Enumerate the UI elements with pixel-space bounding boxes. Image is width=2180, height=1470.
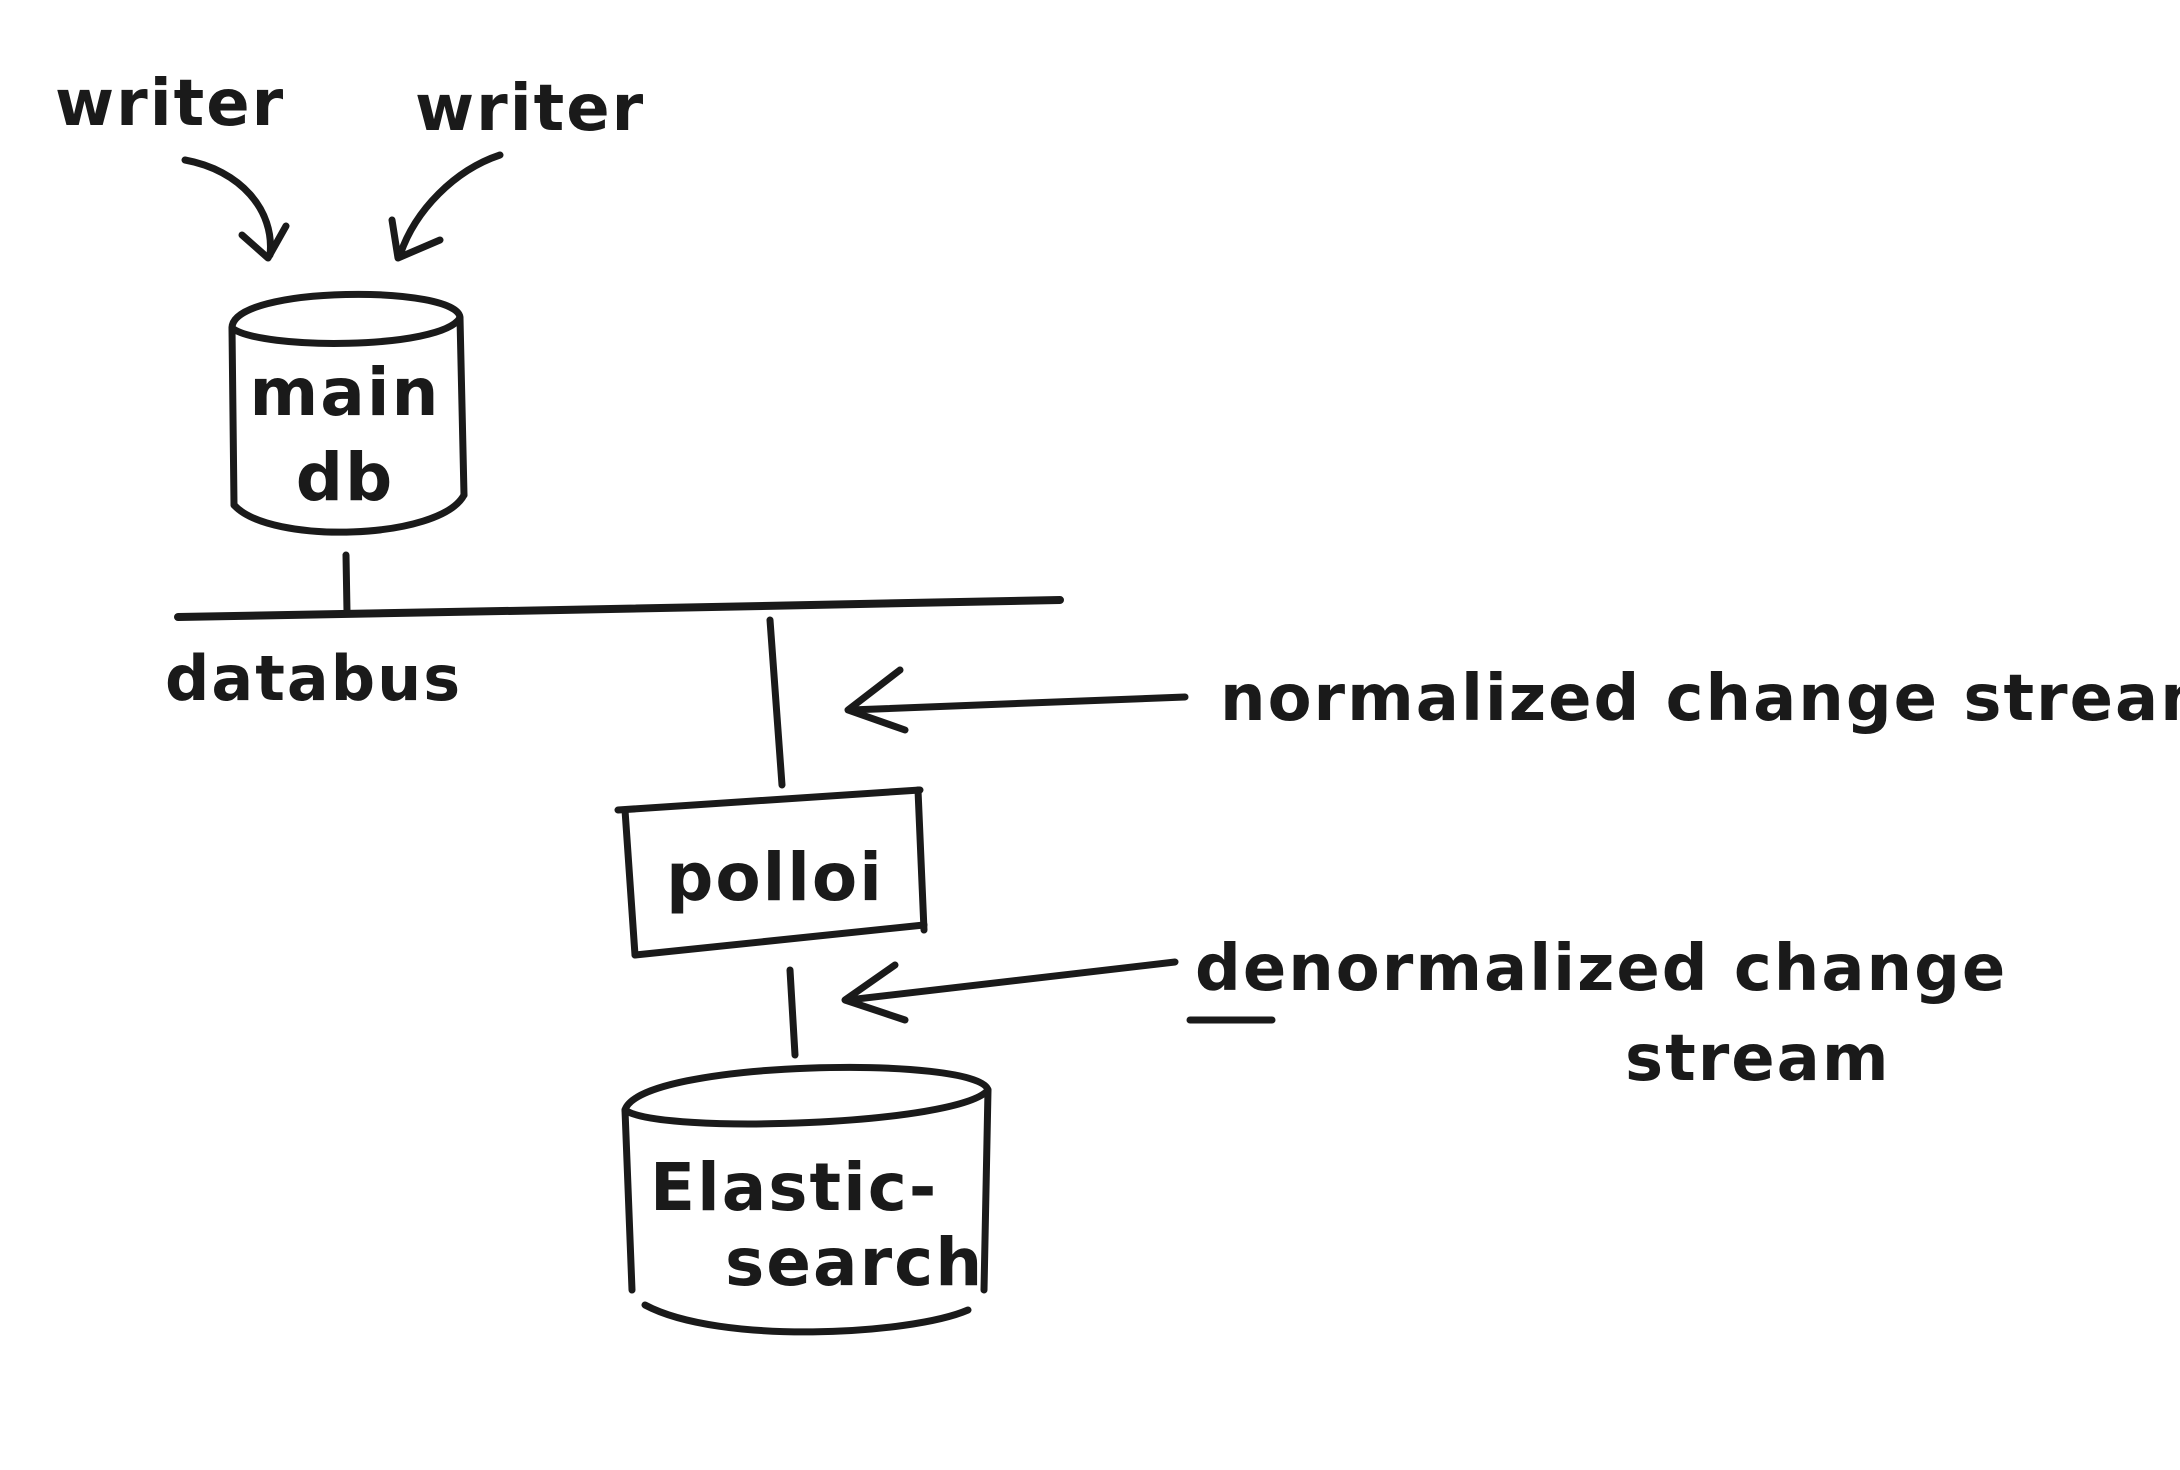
elasticsearch-cylinder xyxy=(621,1063,992,1336)
denormalized-stream-label-line2: stream xyxy=(1625,1022,1891,1096)
databus-label: databus xyxy=(165,642,462,715)
writer-arrow-left xyxy=(181,156,290,262)
normalized-stream-arrow xyxy=(844,666,1189,734)
main-db-cylinder xyxy=(228,290,468,536)
polloi-es-connector xyxy=(786,966,799,1059)
main-db-label-line2: db xyxy=(296,439,395,516)
elasticsearch-label-line2: search xyxy=(725,1224,984,1301)
polloi-box xyxy=(614,786,928,959)
writer-label-left: writer xyxy=(55,67,285,141)
polloi-bus-connector xyxy=(766,616,786,789)
denormalized-rest: normalized change xyxy=(1288,932,2007,1006)
writer-label-right: writer xyxy=(415,72,645,146)
denormalized-stream-label-line1: denormalized change xyxy=(1195,932,2007,1006)
polloi-label: polloi xyxy=(666,839,884,916)
normalized-stream-label: normalized change stream xyxy=(1220,662,2180,736)
denormalized-prefix: de xyxy=(1195,932,1288,1006)
main-db-connector xyxy=(342,551,351,616)
writer-arrow-right xyxy=(388,151,504,262)
main-db-label-line1: main xyxy=(250,354,441,431)
databus-line xyxy=(174,596,1064,621)
elasticsearch-label-line1: Elastic- xyxy=(650,1149,938,1226)
denormalized-stream-arrow xyxy=(841,958,1179,1024)
